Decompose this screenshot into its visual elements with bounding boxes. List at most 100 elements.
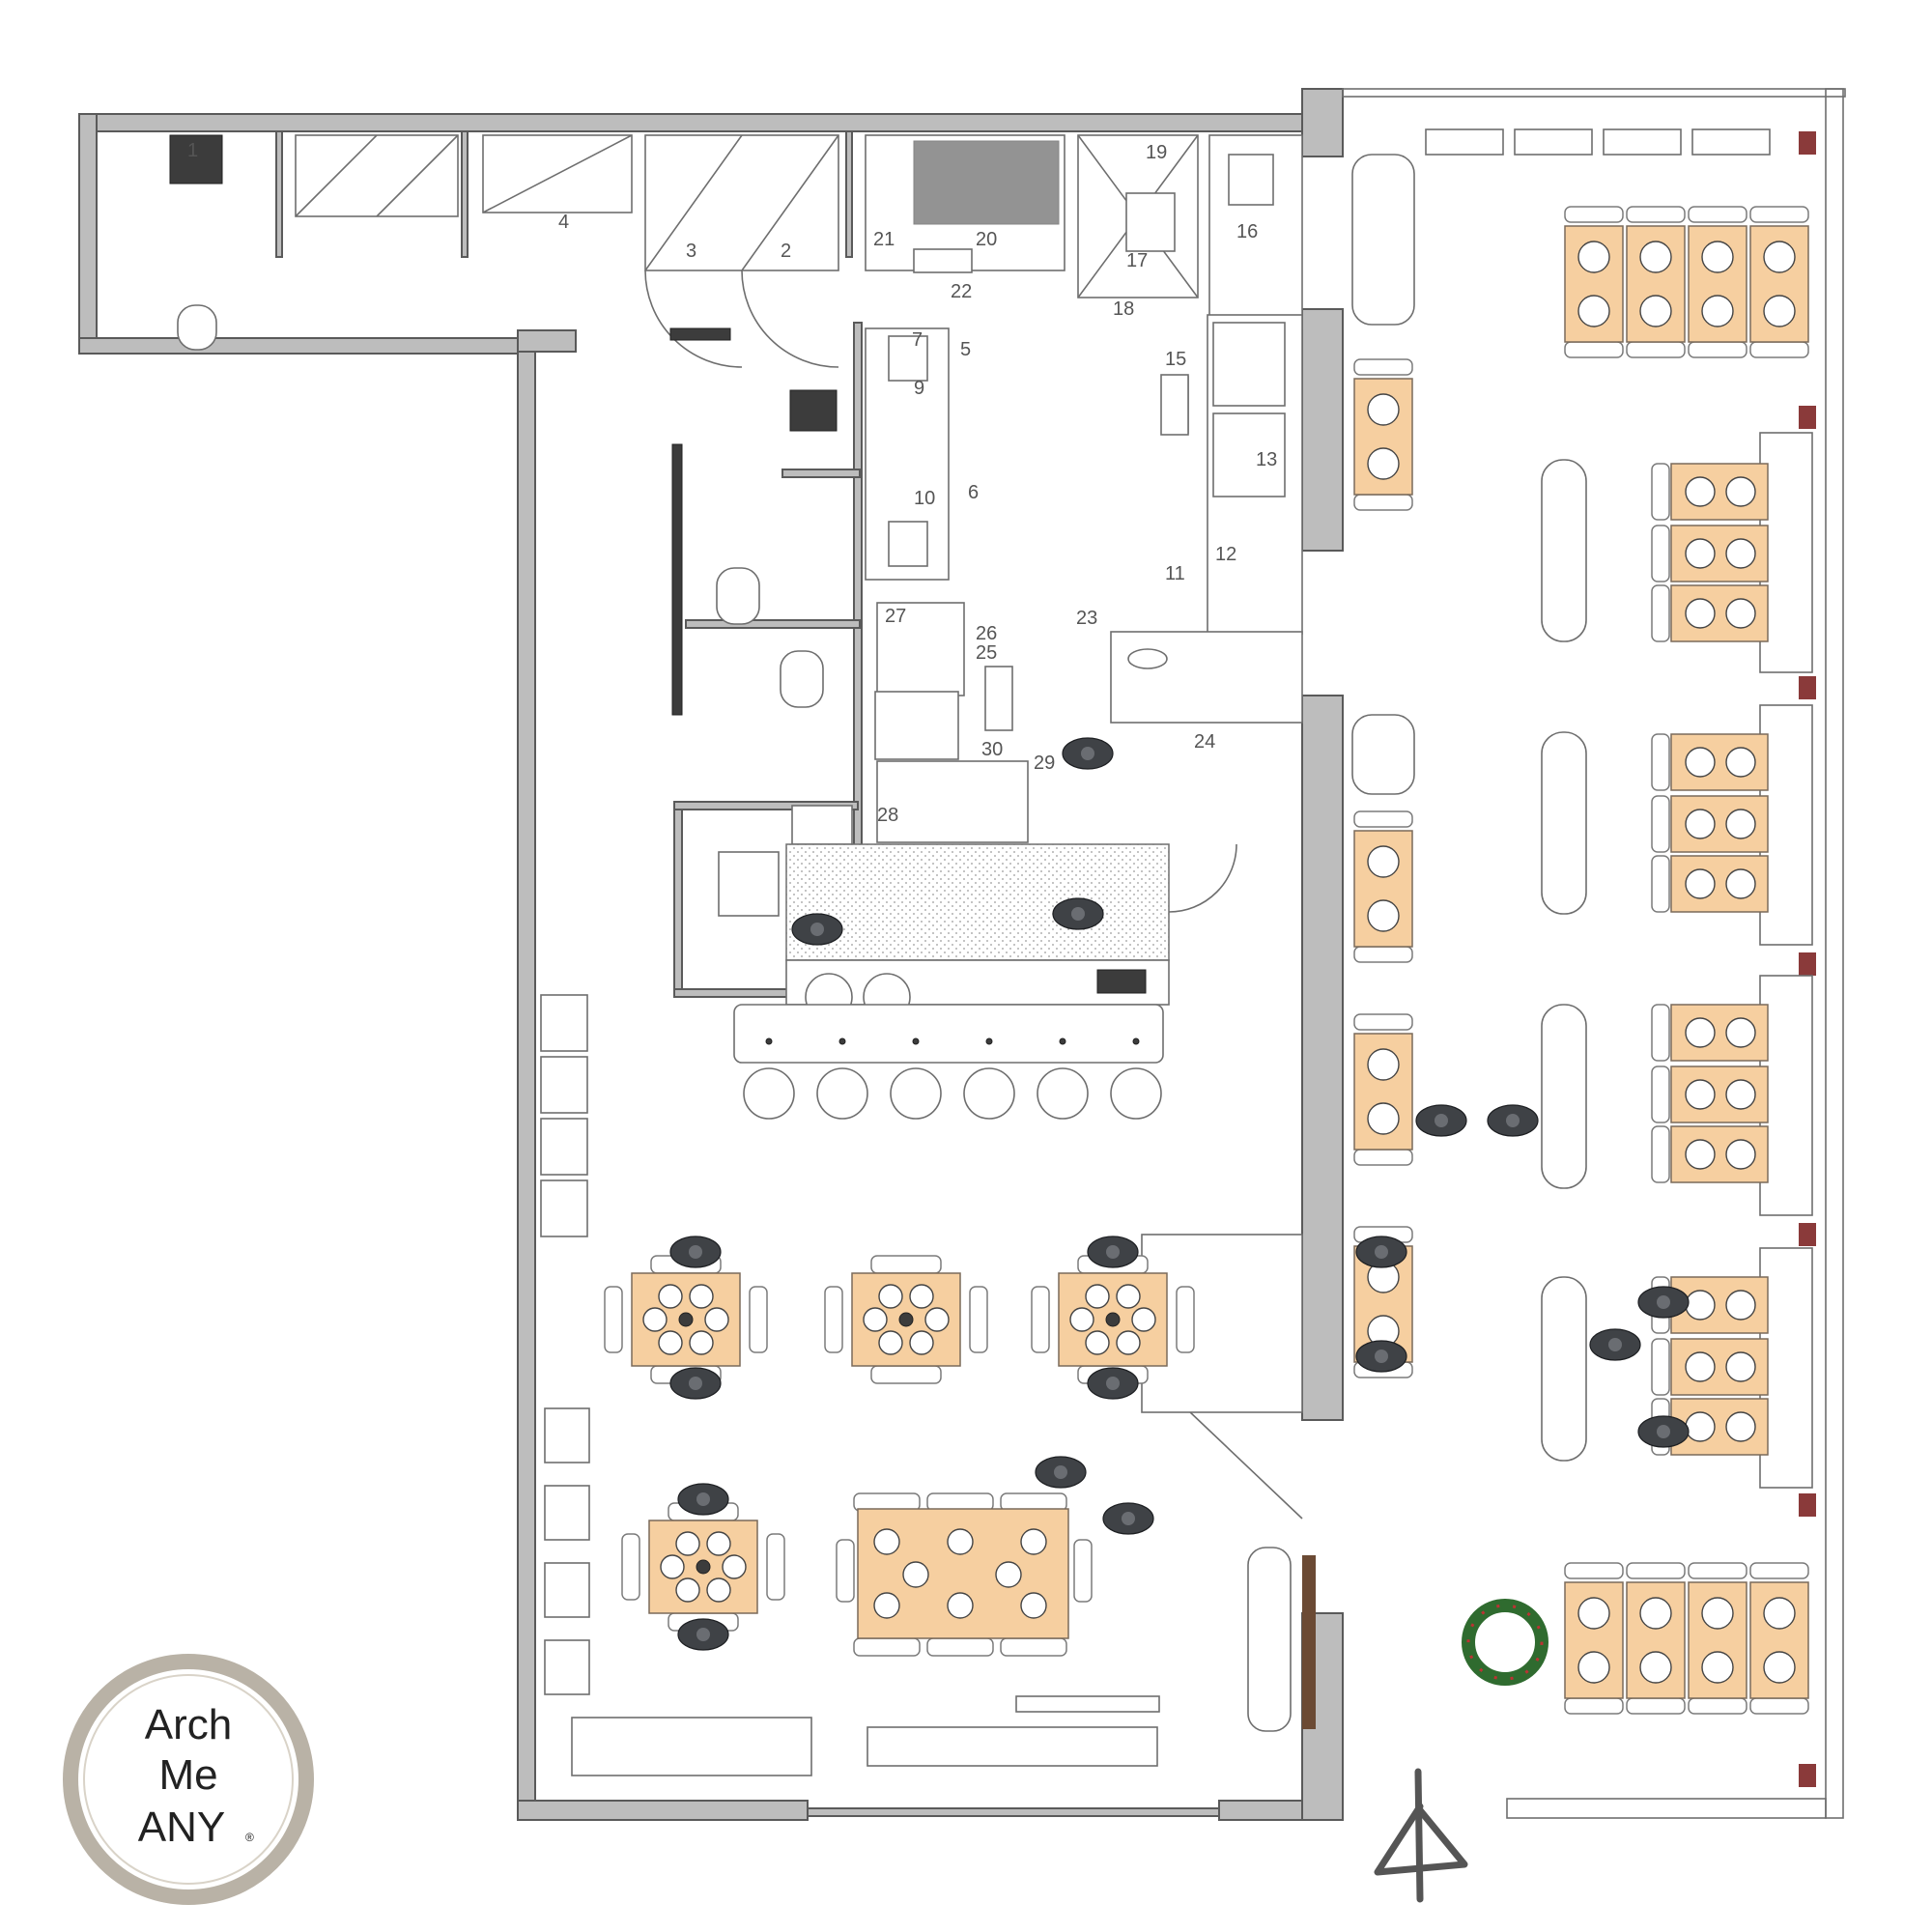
logo-registered-mark: ® (245, 1831, 254, 1844)
person-head (1608, 1338, 1622, 1351)
person-head (696, 1492, 710, 1506)
plate (1725, 747, 1756, 778)
person-head (689, 1377, 702, 1390)
person-head (1106, 1245, 1120, 1259)
dining-table-2 (1626, 206, 1686, 358)
person-head (1657, 1425, 1670, 1438)
bar-setting (1059, 1037, 1066, 1045)
person-figure (1415, 1104, 1467, 1137)
plate (1685, 747, 1716, 778)
plate (1367, 1048, 1400, 1081)
room-number: 29 (1034, 753, 1055, 774)
room-number: 6 (968, 482, 979, 503)
room-number: 28 (877, 805, 898, 826)
plate (1639, 295, 1672, 327)
person-head (696, 1628, 710, 1641)
plate (1725, 1139, 1756, 1170)
bar-stool (1037, 1067, 1089, 1120)
side-fixtures (540, 994, 1316, 1776)
person-figure (1589, 1328, 1641, 1361)
plate (658, 1330, 683, 1355)
plate (1367, 899, 1400, 932)
chair (1353, 1149, 1413, 1166)
chair (1651, 733, 1670, 791)
chair (1000, 1637, 1067, 1657)
person-figure (669, 1236, 722, 1268)
room-number: 13 (1256, 449, 1277, 470)
person-figure (791, 913, 843, 946)
chair (1651, 584, 1670, 642)
chair (1353, 358, 1413, 376)
plate (1685, 1411, 1716, 1442)
person-figure (1087, 1367, 1139, 1400)
plate (1577, 1597, 1610, 1630)
dining-table-2 (1564, 206, 1624, 358)
chair (1031, 1286, 1050, 1353)
plate (1725, 1290, 1756, 1321)
plate (1763, 241, 1796, 273)
plate (1367, 393, 1400, 426)
centerpiece (898, 1312, 914, 1327)
room-labels: 1 2 3 4 5 6 7 9 10 11 12 13 15 16 17 18 … (187, 140, 1277, 826)
dining-table-2 (1353, 1226, 1413, 1378)
chair (1353, 1013, 1413, 1031)
logo-line-3: ANY (138, 1804, 225, 1851)
room-number: 22 (951, 281, 972, 302)
dining-table-4 (621, 1502, 785, 1632)
plate (1725, 598, 1756, 629)
chair (604, 1286, 623, 1353)
chair (1176, 1286, 1195, 1353)
chair (1688, 1697, 1747, 1715)
centerpiece (678, 1312, 694, 1327)
chair (1651, 795, 1670, 853)
plate (660, 1554, 685, 1579)
bar-setting (765, 1037, 773, 1045)
plate (924, 1307, 950, 1332)
room-number: 17 (1126, 250, 1148, 271)
room-number: 18 (1113, 298, 1134, 320)
dining-table-long (836, 1492, 1093, 1657)
plate (1116, 1284, 1141, 1309)
plate (1085, 1284, 1110, 1309)
wreath (1462, 1599, 1548, 1686)
dining-table-2 (1353, 1013, 1413, 1166)
room-number: 30 (981, 739, 1003, 760)
chair (1626, 341, 1686, 358)
person-head (1657, 1295, 1670, 1309)
north-arrow-icon (1374, 1768, 1468, 1903)
dining-table-4 (604, 1255, 768, 1384)
room-number: 9 (914, 378, 924, 399)
chair (1651, 463, 1670, 521)
logo-line-2: Me (158, 1751, 217, 1799)
person-head (1054, 1465, 1067, 1479)
room-number: 7 (912, 329, 923, 351)
chair (1564, 1697, 1624, 1715)
dining-table-2 (1749, 1562, 1809, 1715)
chair (870, 1365, 942, 1384)
plate (1685, 538, 1716, 569)
bar-counter (718, 843, 1237, 1064)
room-number: 25 (976, 642, 997, 664)
person-head (1435, 1114, 1448, 1127)
chair (621, 1533, 640, 1601)
person-figure (1355, 1340, 1407, 1373)
plate (1367, 845, 1400, 878)
room-number: 19 (1146, 142, 1167, 163)
plate (1116, 1330, 1141, 1355)
plate (689, 1330, 714, 1355)
chair (1651, 1125, 1670, 1183)
chair (824, 1286, 843, 1353)
chair (853, 1637, 921, 1657)
room-number: 26 (976, 623, 997, 644)
plate (1685, 1290, 1716, 1321)
room-number: 4 (558, 212, 569, 233)
bar-stool (1110, 1067, 1162, 1120)
plate (675, 1577, 700, 1603)
chair (1626, 206, 1686, 223)
plate (1639, 1651, 1672, 1684)
chair (1626, 1697, 1686, 1715)
person-figure (677, 1618, 729, 1651)
plate (1367, 1102, 1400, 1135)
plate (878, 1330, 903, 1355)
